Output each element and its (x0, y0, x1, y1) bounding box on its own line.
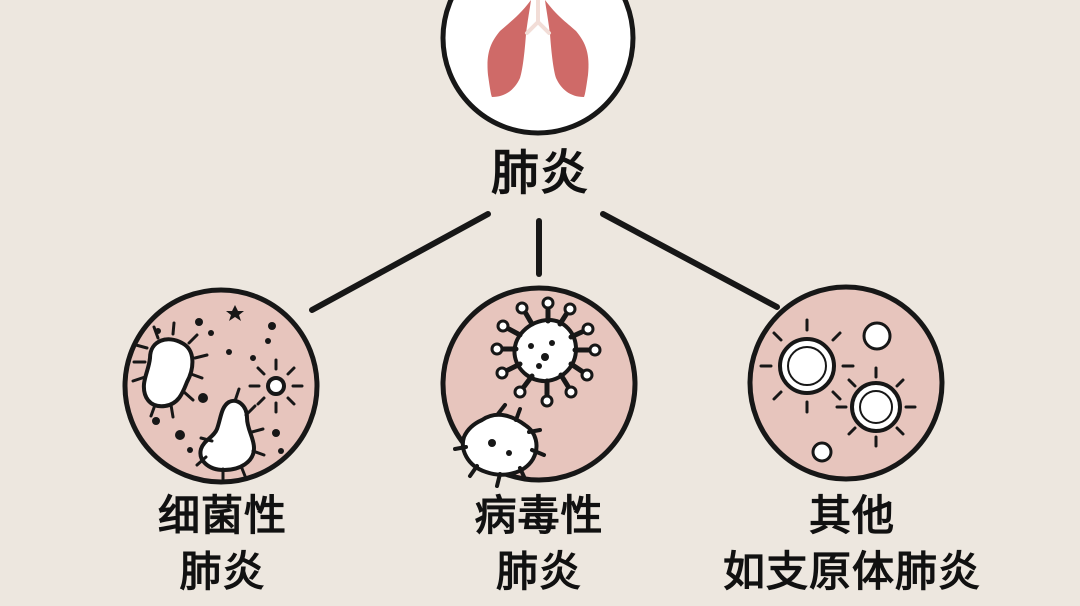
lungs-node (440, 0, 636, 136)
bacterial-label-line-1: 细菌性 (157, 491, 287, 540)
other-node (747, 284, 945, 482)
other-label-line-2: 如支原体肺炎 (722, 547, 981, 597)
bacteria-icon (131, 305, 304, 481)
root-label: 肺炎 (490, 145, 589, 201)
bacterial-label-line-2: 肺炎 (179, 547, 266, 597)
connector-line-left (309, 211, 491, 313)
connector-line-right (600, 211, 780, 310)
bacterial-label: 细菌性 肺炎 (120, 491, 325, 597)
virus-icon (453, 296, 602, 488)
bacterial-node (122, 287, 320, 485)
lungs-icon (487, 0, 589, 97)
viral-label: 病毒性 肺炎 (436, 491, 642, 597)
other-label-line-1: 其他 (808, 491, 895, 540)
viral-label-line-2: 肺炎 (495, 547, 582, 597)
viral-label-line-1: 病毒性 (474, 491, 604, 540)
other-label: 其他 如支原体肺炎 (704, 491, 1000, 597)
mycoplasma-icon (759, 318, 917, 463)
viral-node (440, 285, 638, 488)
